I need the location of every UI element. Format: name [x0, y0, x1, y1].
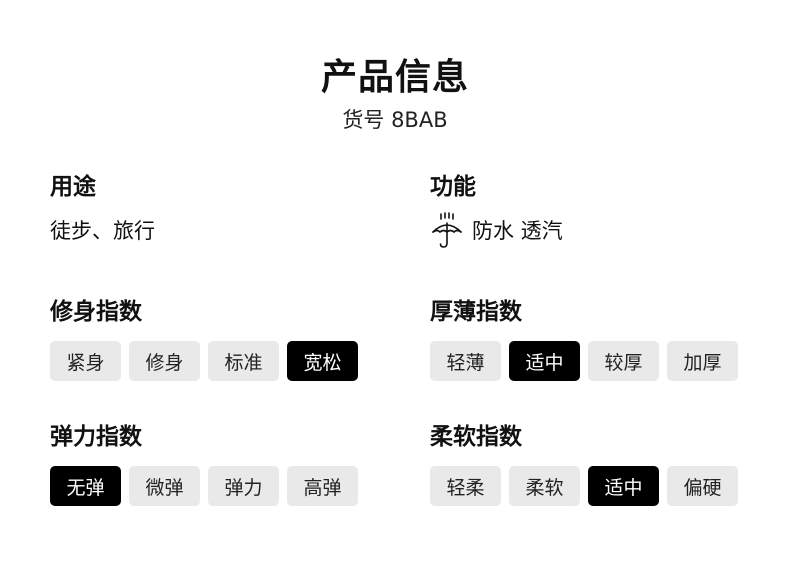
function-section: 功能 防水 透汽: [430, 172, 563, 248]
softness-options: 轻柔 柔软 适中 偏硬: [430, 466, 738, 506]
elasticity-title: 弹力指数: [50, 424, 142, 450]
softness-option: 适中: [588, 466, 659, 506]
function-row: 防水 透汽: [430, 212, 563, 248]
function-title: 功能: [430, 174, 476, 200]
thickness-option: 轻薄: [430, 341, 501, 381]
fit-options: 紧身 修身 标准 宽松: [50, 341, 358, 381]
fit-option: 紧身: [50, 341, 121, 381]
softness-title: 柔软指数: [430, 424, 522, 450]
usage-section: 用途 徒步、旅行: [50, 172, 155, 246]
elasticity-option: 弹力: [208, 466, 279, 506]
thickness-section: 厚薄指数 轻薄 适中 较厚 加厚: [430, 297, 738, 381]
softness-option: 偏硬: [667, 466, 738, 506]
thickness-title: 厚薄指数: [430, 299, 522, 325]
umbrella-rain-icon: [432, 212, 462, 248]
softness-section: 柔软指数 轻柔 柔软 适中 偏硬: [430, 422, 738, 506]
elasticity-section: 弹力指数 无弹 微弹 弹力 高弹: [50, 422, 358, 506]
page-title: 产品信息: [320, 57, 469, 98]
fit-option: 修身: [129, 341, 200, 381]
thickness-options: 轻薄 适中 较厚 加厚: [430, 341, 738, 381]
elasticity-option: 高弹: [287, 466, 358, 506]
elasticity-options: 无弹 微弹 弹力 高弹: [50, 466, 358, 506]
thickness-option: 加厚: [667, 341, 738, 381]
usage-value: 徒步、旅行: [50, 219, 155, 243]
item-number: 货号 8BAB: [342, 108, 448, 132]
softness-option: 柔软: [509, 466, 580, 506]
fit-option: 标准: [208, 341, 279, 381]
softness-option: 轻柔: [430, 466, 501, 506]
function-value: 防水 透汽: [472, 219, 563, 243]
elasticity-option: 微弹: [129, 466, 200, 506]
elasticity-option: 无弹: [50, 466, 121, 506]
thickness-option: 适中: [509, 341, 580, 381]
fit-option: 宽松: [287, 341, 358, 381]
fit-section: 修身指数 紧身 修身 标准 宽松: [50, 297, 358, 381]
fit-title: 修身指数: [50, 299, 142, 325]
thickness-option: 较厚: [588, 341, 659, 381]
usage-title: 用途: [50, 174, 96, 200]
